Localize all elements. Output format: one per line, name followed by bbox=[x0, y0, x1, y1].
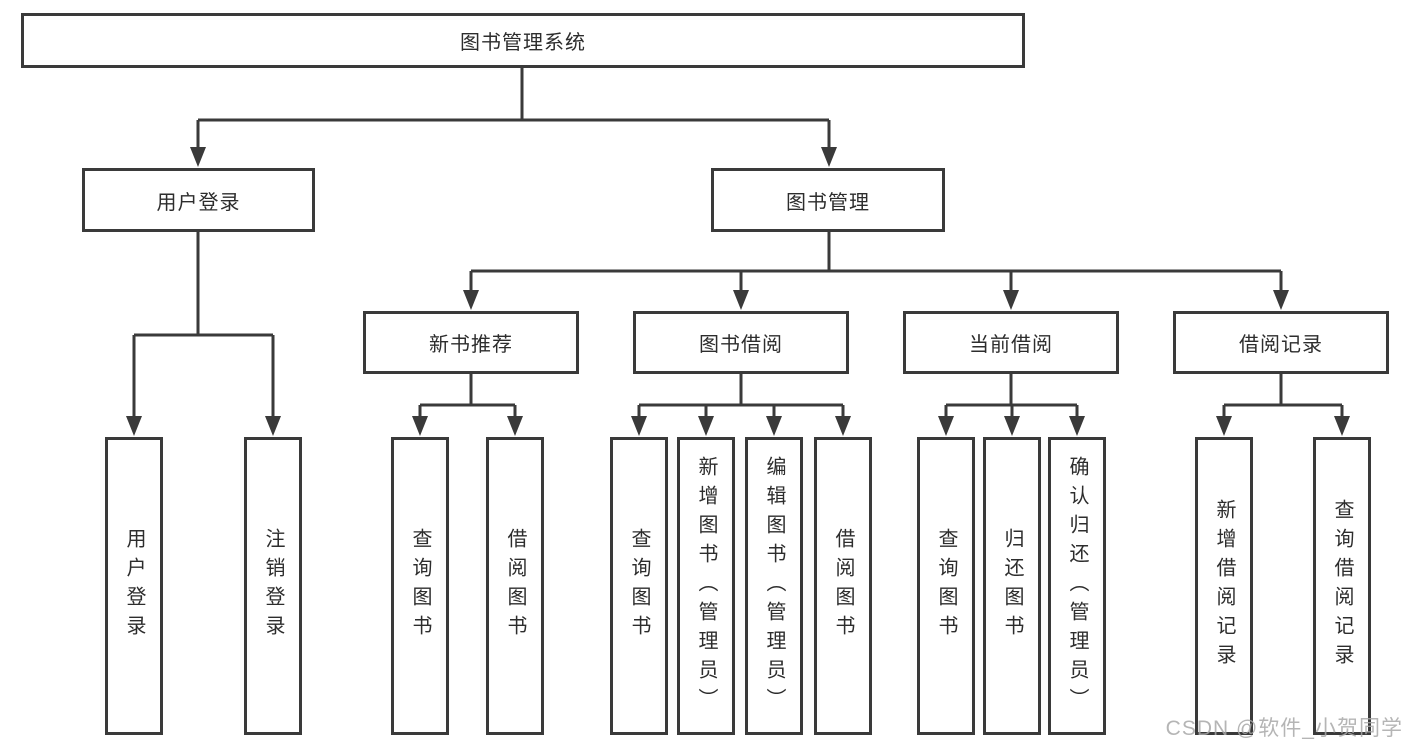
connector-book-mgmt-to-level3 bbox=[463, 231, 1289, 310]
leaf-logout: 注销登录 bbox=[244, 437, 302, 735]
leaf-borrow-books-recommend: 借阅图书 bbox=[486, 437, 544, 735]
leaf-edit-book-admin-label: 编辑图书（管理员） bbox=[763, 455, 785, 717]
leaf-query-books-borrow-label: 查询图书 bbox=[628, 528, 650, 644]
connector-current-to-leaves bbox=[938, 374, 1085, 436]
leaf-query-borrow-record-label: 查询借阅记录 bbox=[1331, 499, 1353, 673]
connector-recommend-to-leaves bbox=[412, 374, 523, 436]
node-user-login-label: 用户登录 bbox=[156, 191, 241, 214]
leaf-add-borrow-record-label: 新增借阅记录 bbox=[1213, 499, 1235, 673]
leaf-query-books-current: 查询图书 bbox=[917, 437, 975, 735]
leaf-add-borrow-record: 新增借阅记录 bbox=[1195, 437, 1253, 735]
leaf-add-book-admin: 新增图书（管理员） bbox=[677, 437, 735, 735]
leaf-borrow-books-label: 借阅图书 bbox=[832, 528, 854, 644]
leaf-query-borrow-record: 查询借阅记录 bbox=[1313, 437, 1371, 735]
node-book-borrow-label: 图书借阅 bbox=[699, 334, 783, 356]
node-current-borrow: 当前借阅 bbox=[903, 311, 1119, 374]
node-root: 图书管理系统 bbox=[21, 13, 1025, 68]
leaf-query-books-current-label: 查询图书 bbox=[935, 528, 957, 644]
leaf-add-book-admin-label: 新增图书（管理员） bbox=[695, 455, 717, 717]
node-book-management-label: 图书管理 bbox=[786, 191, 870, 214]
leaf-return-book: 归还图书 bbox=[983, 437, 1041, 735]
node-borrow-records-label: 借阅记录 bbox=[1239, 334, 1323, 356]
leaf-query-books-borrow: 查询图书 bbox=[610, 437, 668, 735]
leaf-user-login: 用户登录 bbox=[105, 437, 163, 735]
node-new-book-recommend: 新书推荐 bbox=[363, 311, 579, 374]
node-user-login: 用户登录 bbox=[82, 168, 315, 232]
node-book-management: 图书管理 bbox=[711, 168, 945, 232]
connector-root-to-level2 bbox=[190, 67, 837, 167]
leaf-edit-book-admin: 编辑图书（管理员） bbox=[745, 437, 803, 735]
node-root-label: 图书管理系统 bbox=[460, 32, 586, 54]
leaf-confirm-return-admin: 确认归还（管理员） bbox=[1048, 437, 1106, 735]
watermark: CSDN @软件_小贺同学 bbox=[1165, 717, 1403, 740]
node-new-book-recommend-label: 新书推荐 bbox=[429, 334, 513, 356]
connector-borrow-to-leaves bbox=[631, 374, 851, 436]
leaf-confirm-return-admin-label: 确认归还（管理员） bbox=[1066, 455, 1088, 717]
leaf-query-books-recommend-label: 查询图书 bbox=[409, 528, 431, 644]
node-current-borrow-label: 当前借阅 bbox=[969, 334, 1053, 356]
leaf-borrow-books: 借阅图书 bbox=[814, 437, 872, 735]
leaf-return-book-label: 归还图书 bbox=[1001, 528, 1023, 644]
leaf-query-books-recommend: 查询图书 bbox=[391, 437, 449, 735]
connector-login-to-leaves bbox=[126, 231, 281, 436]
connector-records-to-leaves bbox=[1216, 374, 1350, 436]
node-book-borrow: 图书借阅 bbox=[633, 311, 849, 374]
leaf-borrow-books-recommend-label: 借阅图书 bbox=[504, 528, 526, 644]
leaf-logout-label: 注销登录 bbox=[262, 528, 284, 644]
leaf-user-login-label: 用户登录 bbox=[123, 528, 145, 644]
node-borrow-records: 借阅记录 bbox=[1173, 311, 1389, 374]
